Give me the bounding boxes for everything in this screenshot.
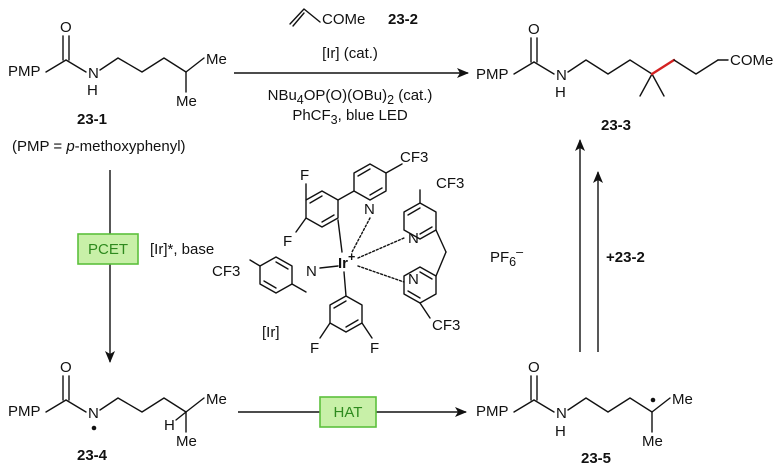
amide-nitrogen: N: [88, 65, 99, 82]
methyl-label: Me: [176, 433, 197, 450]
compound-id-23-4: 23-4: [77, 447, 108, 464]
pmp-label: PMP: [476, 66, 509, 83]
pmp-label: PMP: [476, 403, 509, 420]
catalyst-condition: [Ir] (cat.): [322, 45, 378, 62]
pyridine-nitrogen: N: [408, 230, 419, 247]
carbonyl-oxygen: O: [528, 359, 540, 376]
amide-hydrogen: H: [87, 82, 98, 99]
pmp-label: PMP: [8, 403, 41, 420]
pcet-label: PCET: [88, 241, 128, 258]
fluoro-label: F: [310, 340, 319, 357]
tertiary-hydrogen: H: [164, 417, 175, 434]
radical-dot: [91, 425, 97, 431]
pcet-box: [77, 233, 139, 265]
methyl-label: Me: [642, 433, 663, 450]
methyl-label: Me: [672, 391, 693, 408]
methyl-label: Me: [176, 93, 197, 110]
compound-23-1: PMP O N H Me Me 23-1 (PMP = p-methoxyphe…: [8, 19, 227, 155]
pmp-label: PMP: [8, 63, 41, 80]
trifluoromethyl-label: CF3: [400, 149, 428, 166]
pyridine-nitrogen: N: [364, 201, 375, 218]
hat-box: [319, 396, 377, 428]
amidyl-nitrogen: N: [88, 405, 99, 422]
right-reaction-arrow: +23-2: [575, 139, 645, 352]
fluoro-label: F: [283, 233, 292, 250]
left-reaction-arrow: PCET [Ir]*, base: [77, 170, 214, 363]
carbonyl-oxygen: O: [60, 19, 72, 36]
solvent-condition: PhCF3, blue LED: [292, 107, 408, 127]
compound-id-23-2: 23-2: [388, 11, 418, 28]
pyridine-nitrogen: N: [408, 271, 419, 288]
compound-23-3: PMP O N H COMe 23-3: [476, 21, 773, 134]
acetyl-group: COMe: [730, 52, 773, 69]
amide-hydrogen: H: [555, 84, 566, 101]
reagent-23-2: COMe 23-2: [289, 8, 418, 28]
counterion: PF6–: [490, 245, 523, 269]
bottom-reaction-arrow: HAT: [238, 396, 467, 428]
pyridine-nitrogen: N: [306, 263, 317, 280]
amide-nitrogen: N: [556, 405, 567, 422]
compound-23-5: PMP O N H Me Me 23-5: [476, 359, 693, 467]
carbonyl-oxygen: O: [60, 359, 72, 376]
pmp-definition: (PMP = p-methoxyphenyl): [12, 138, 186, 155]
amide-nitrogen: N: [556, 67, 567, 84]
pcet-condition: [Ir]*, base: [150, 241, 214, 258]
trifluoromethyl-label: CF3: [212, 263, 240, 280]
catalyst-label: [Ir]: [262, 324, 280, 341]
compound-id-23-3: 23-3: [601, 117, 631, 134]
fluoro-label: F: [300, 167, 309, 184]
methyl-label: Me: [206, 391, 227, 408]
trifluoromethyl-label: CF3: [432, 317, 460, 334]
compound-id-23-5: 23-5: [581, 450, 611, 467]
compound-id-23-1: 23-1: [77, 111, 107, 128]
addition-condition: +23-2: [606, 249, 645, 266]
methyl-label: Me: [206, 51, 227, 68]
new-cc-bond: [650, 58, 676, 76]
carbonyl-oxygen: O: [528, 21, 540, 38]
cocatalyst-condition: NBu4OP(O)(OBu)2 (cat.): [268, 87, 433, 107]
radical-dot: [650, 397, 656, 403]
trifluoromethyl-label: CF3: [436, 175, 464, 192]
hat-label: HAT: [334, 404, 363, 421]
compound-23-4: PMP O N H Me Me 23-4: [8, 359, 227, 464]
iridium-atom: Ir+: [338, 250, 355, 272]
amide-hydrogen: H: [555, 423, 566, 440]
acetyl-group: COMe: [322, 11, 365, 28]
iridium-catalyst: F F N CF3 Ir+ N CF3 F F: [212, 149, 523, 357]
fluoro-label: F: [370, 340, 379, 357]
